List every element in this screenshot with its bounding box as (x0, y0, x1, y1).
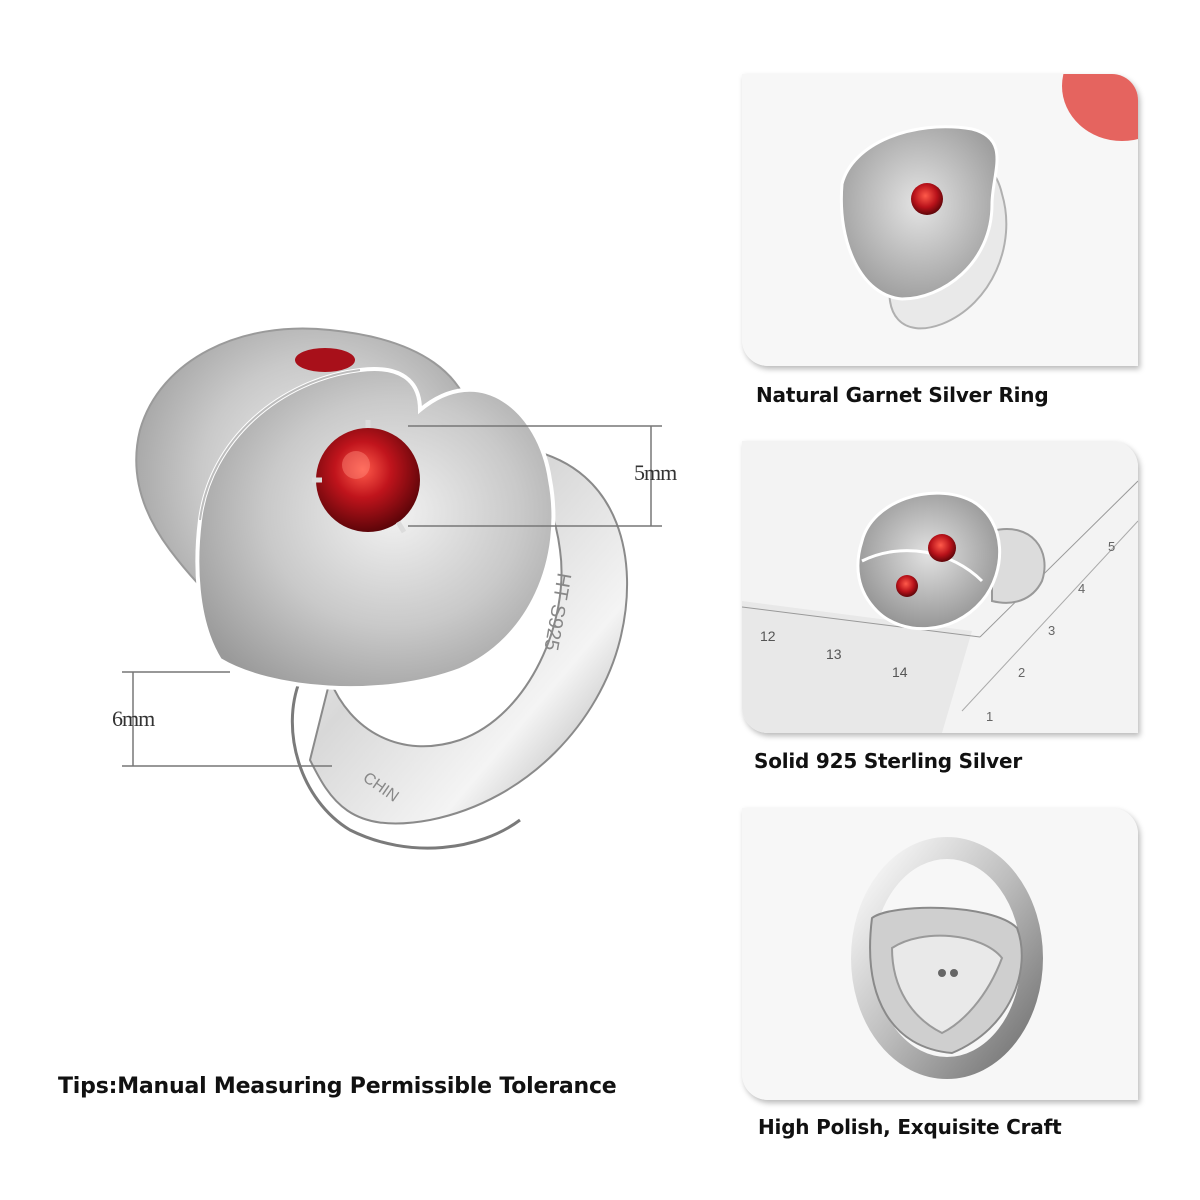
caption-natural-garnet: Natural Garnet Silver Ring (756, 383, 1049, 407)
dimension-label-6mm: 6mm (112, 706, 155, 731)
ruler-tick-12: 12 (760, 628, 776, 644)
ruler-tick-14: 14 (892, 664, 908, 680)
main-ring-image: HT S925 CHIN (122, 327, 662, 850)
ruler-tick-v4: 4 (1078, 581, 1085, 596)
detail-panel-sterling: 12 13 14 1 2 3 4 5 (742, 441, 1138, 733)
ruler-tick-v2: 2 (1018, 665, 1025, 680)
tips-text: Tips:Manual Measuring Permissible Tolera… (58, 1074, 617, 1099)
ruler-tick-v3: 3 (1048, 623, 1055, 638)
caption-sterling-silver: Solid 925 Sterling Silver (754, 749, 1023, 773)
ruler-tick-v5: 5 (1108, 539, 1115, 554)
caption-high-polish: High Polish, Exquisite Craft (758, 1115, 1062, 1139)
dimension-label-5mm: 5mm (634, 460, 677, 485)
ruler-tick-13: 13 (826, 646, 842, 662)
ruler-tick-v1: 1 (986, 709, 993, 724)
detail-panel-garnet (742, 74, 1138, 366)
detail-panel-polish (742, 808, 1138, 1100)
